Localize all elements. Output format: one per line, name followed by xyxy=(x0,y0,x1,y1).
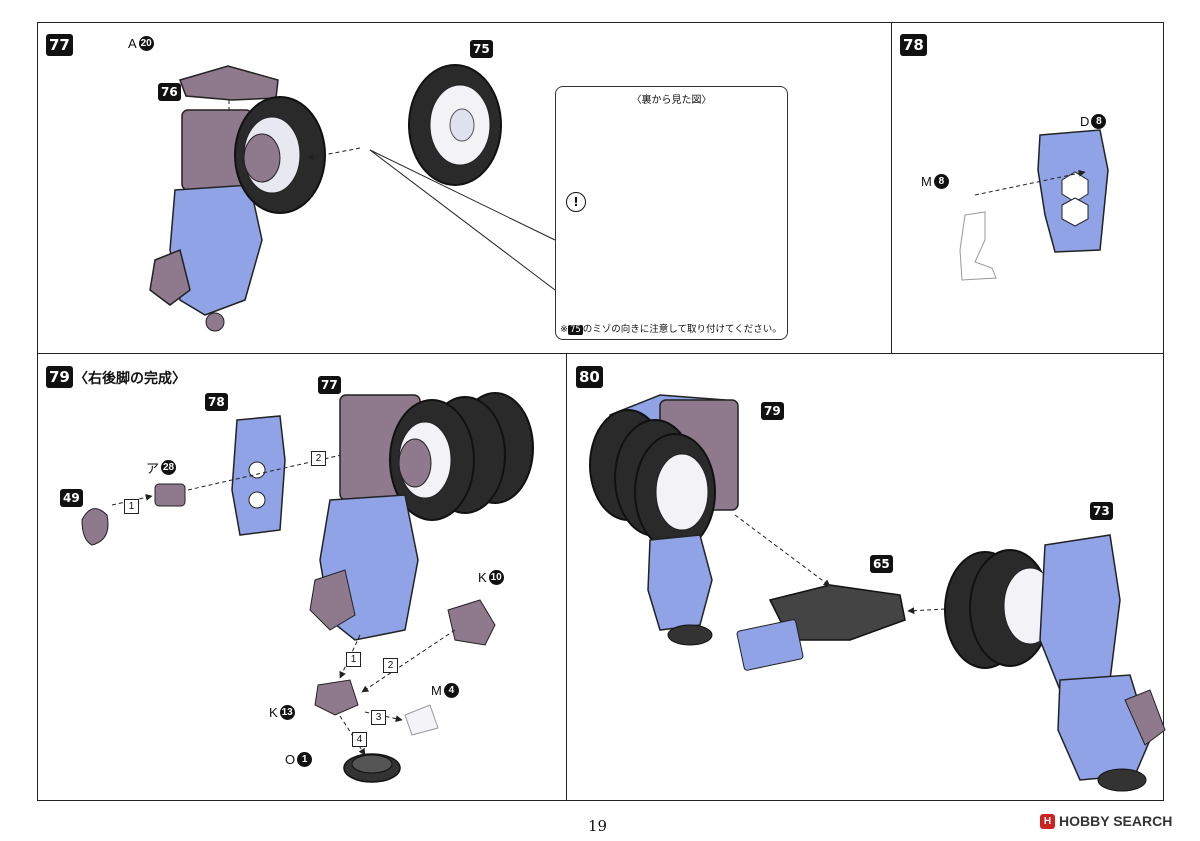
part-label-a20: A 20 xyxy=(128,36,154,51)
part-letter: D xyxy=(1080,114,1090,129)
part-ref-77: 77 xyxy=(318,376,341,394)
warning-exclamation-icon: ! xyxy=(566,192,586,212)
watermark: H HOBBY SEARCH xyxy=(1040,813,1172,829)
back-view-inset: 〈裏から見た図〉 xyxy=(555,86,788,340)
step-78-number: 78 xyxy=(900,34,927,56)
step-78-panel xyxy=(891,22,1164,354)
note-text: のミゾの向きに注意して取り付けてください。 xyxy=(582,324,782,335)
note-mark: ※ xyxy=(560,324,568,335)
part-letter: M xyxy=(921,174,932,189)
step-79-title: 〈右後脚の完成〉 xyxy=(74,371,186,387)
part-a20-cover xyxy=(179,65,279,101)
part-letter: O xyxy=(285,752,296,767)
step-80-number: 80 xyxy=(576,366,603,388)
part-letter: M xyxy=(431,683,442,698)
part-number-badge: 4 xyxy=(443,683,459,698)
part-letter: A xyxy=(128,36,137,51)
watermark-text: HOBBY SEARCH xyxy=(1059,813,1173,829)
part-number-badge: 1 xyxy=(297,752,313,767)
part-number-badge: 20 xyxy=(138,36,154,51)
sequence-marker-1b: 1 xyxy=(346,652,361,667)
part-ref-65: 65 xyxy=(870,555,893,573)
step79-assembly xyxy=(81,392,534,783)
sequence-marker-2: 2 xyxy=(311,451,326,466)
step-77-number: 77 xyxy=(46,34,73,56)
part-label-k13: K 13 xyxy=(269,705,295,720)
part-number-badge: 10 xyxy=(488,570,504,585)
part-a28-peg xyxy=(154,483,186,507)
part-number-badge: 13 xyxy=(279,705,295,720)
sequence-marker-4: 4 xyxy=(352,732,367,747)
sequence-marker-1: 1 xyxy=(124,499,139,514)
part-label-k10: K 10 xyxy=(478,570,504,585)
step77-leg-assembly xyxy=(149,65,361,332)
part-letter: K xyxy=(269,705,278,720)
part-label-m8: M 8 xyxy=(921,174,949,189)
page-number: 19 xyxy=(588,817,608,835)
part-ref-79: 79 xyxy=(761,402,784,420)
part-ref-73: 73 xyxy=(1090,502,1113,520)
part-number-badge: 28 xyxy=(161,460,177,475)
sequence-marker-3: 3 xyxy=(371,710,386,725)
part-m4-clear xyxy=(404,704,439,736)
step78-bracket xyxy=(959,129,1109,281)
part-ref-78: 78 xyxy=(205,393,228,411)
step-79-number: 79 xyxy=(46,366,73,388)
part-75-tire xyxy=(408,64,502,186)
part-ref-49: 49 xyxy=(60,489,83,507)
part-label-o1: O 1 xyxy=(285,752,313,767)
back-view-title: 〈裏から見た図〉 xyxy=(631,95,712,106)
hobby-search-logo-icon: H xyxy=(1040,813,1055,829)
sequence-marker-2b: 2 xyxy=(383,658,398,673)
part-label-a28: ア 28 xyxy=(146,458,177,477)
part-ref-76: 76 xyxy=(158,83,181,101)
part-m8-clear xyxy=(959,211,997,281)
part-ref-75: 75 xyxy=(470,40,493,58)
note-ref-badge: 75 xyxy=(567,325,583,335)
part-73-bracket xyxy=(1039,534,1121,691)
part-letter: K xyxy=(478,570,487,585)
part-label-d8: D 8 xyxy=(1080,114,1107,129)
part-number-badge: 8 xyxy=(933,174,949,189)
part-number-badge: 8 xyxy=(1091,114,1107,129)
part-49-hook xyxy=(81,508,109,546)
part-k13 xyxy=(314,679,359,716)
part-letter: ア xyxy=(146,461,160,476)
step80-assembly xyxy=(589,394,1166,792)
part-k10 xyxy=(447,599,496,646)
part-label-m4: M 4 xyxy=(431,683,459,698)
